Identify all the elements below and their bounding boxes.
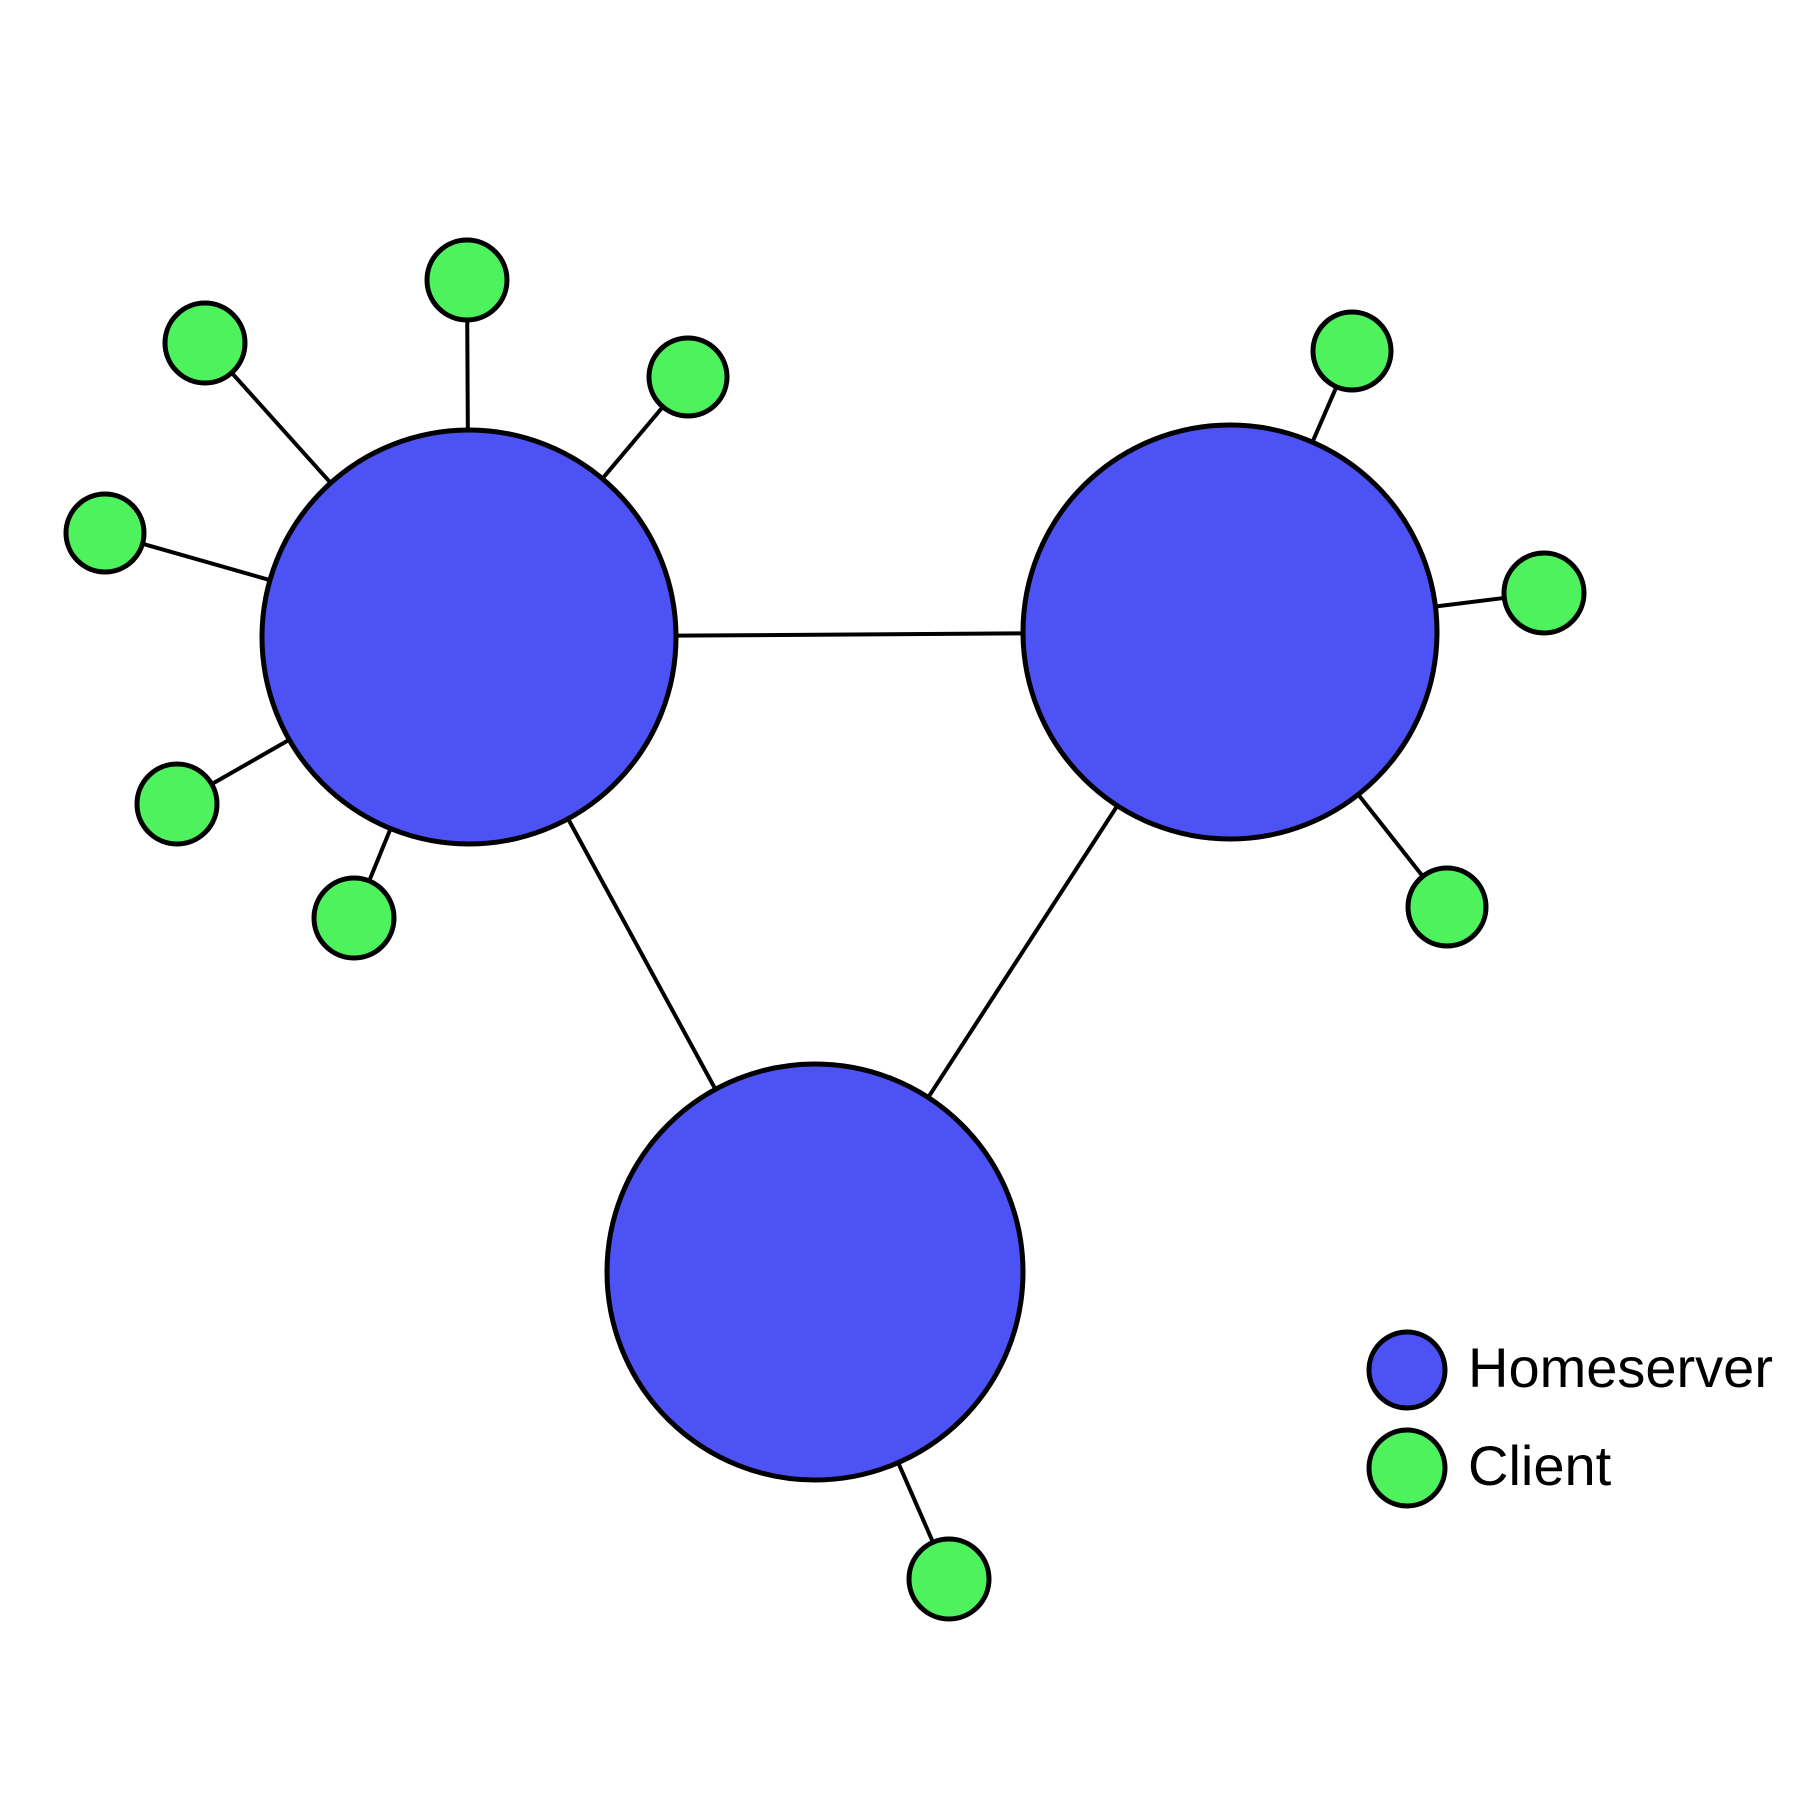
edge-client-link — [140, 541, 273, 583]
edge-client-link — [1355, 791, 1426, 880]
legend-label-client: Client — [1468, 1434, 1612, 1497]
edge-client-link — [599, 404, 666, 482]
edge-client-link — [208, 737, 293, 787]
node-client-c-l5[interactable] — [134, 761, 220, 847]
node-client-c-l6[interactable] — [311, 875, 397, 961]
node-client-c-l1[interactable] — [424, 237, 510, 323]
node-client-c-r3[interactable] — [1405, 865, 1489, 949]
edge-client-link — [465, 317, 470, 433]
legend-swatch-homeserver — [1366, 1329, 1448, 1411]
edge-client-link — [366, 825, 394, 884]
node-homeserver-hs-left[interactable] — [259, 427, 679, 847]
node-client-c-l3[interactable] — [646, 335, 730, 419]
edge-client-link — [895, 1459, 936, 1545]
legend-swatch-client — [1366, 1427, 1448, 1509]
node-homeserver-hs-bottom[interactable] — [604, 1061, 1026, 1483]
edge-client-link — [228, 369, 334, 486]
node-client-c-r2[interactable] — [1501, 550, 1587, 636]
edge-layer — [140, 317, 1507, 1545]
node-layer — [63, 237, 1587, 1622]
edge-client-link — [1309, 384, 1340, 445]
edge-federation — [565, 816, 719, 1093]
node-homeserver-hs-right[interactable] — [1020, 422, 1440, 842]
legend-label-homeserver: Homeserver — [1468, 1336, 1773, 1399]
node-client-c-r1[interactable] — [1310, 309, 1394, 393]
node-client-c-l2[interactable] — [162, 300, 248, 386]
edge-federation — [673, 631, 1026, 638]
edge-federation — [925, 802, 1121, 1101]
node-client-c-l4[interactable] — [63, 491, 147, 575]
edge-client-link — [1433, 595, 1507, 609]
node-client-c-b1[interactable] — [906, 1536, 992, 1622]
